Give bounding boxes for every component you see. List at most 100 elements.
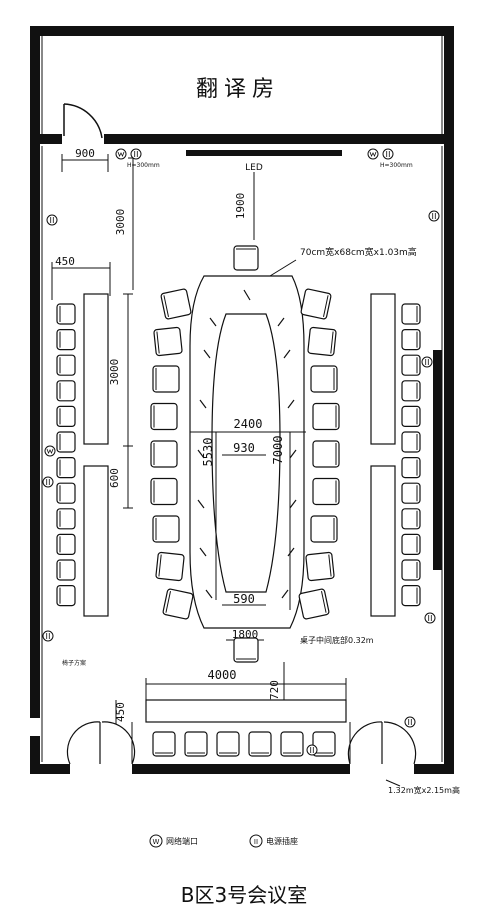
microphone	[281, 589, 289, 599]
back-row-chair	[152, 731, 176, 757]
table-left-chair	[153, 326, 183, 357]
microphone	[197, 449, 205, 459]
wall-right-bottom	[444, 736, 454, 774]
wall-translation-right	[104, 134, 454, 144]
microphone	[205, 589, 213, 599]
microphone	[287, 399, 295, 409]
left-wall-chair	[56, 482, 76, 504]
dim-table-spec: 70cm宽x68cm宽x1.03m高	[300, 246, 417, 258]
dim-inner-length: 5530	[201, 438, 215, 467]
left-desk-upper	[83, 293, 109, 445]
network-port-icon	[115, 148, 127, 160]
legend-network-label: 网络端口	[166, 836, 198, 846]
power-outlet-icon	[428, 210, 440, 222]
wall-bottom-center	[132, 764, 350, 774]
legend: W 网络端口 II 电源插座	[149, 834, 298, 848]
dim-door-spec: 1.32m宽x2.15m高	[388, 785, 460, 795]
network-port-icon	[367, 148, 379, 160]
dim-side-desk-gap: 600	[108, 468, 121, 488]
microphone	[197, 499, 205, 509]
dim-back-gap: 720	[268, 680, 281, 700]
dim-table-width: 2400	[234, 417, 263, 431]
walls	[30, 26, 454, 774]
wall-top	[30, 26, 454, 36]
back-row-chair	[312, 731, 336, 757]
dim-outlet-height-left: H=300mm	[127, 162, 160, 169]
legend-power-label: 电源插座	[266, 836, 298, 846]
table-left-chair	[150, 477, 178, 506]
left-wall-chair	[56, 559, 76, 581]
right-wall-chair	[401, 405, 421, 427]
left-wall-chair	[56, 533, 76, 556]
table-right-chair	[310, 365, 338, 393]
dim-side-gap: 450	[55, 255, 75, 268]
right-desk-upper	[370, 293, 396, 445]
power-outlet-icon	[130, 148, 142, 160]
dim-outlet-height-right: H=300mm	[380, 162, 413, 169]
left-wall-chair	[56, 303, 76, 325]
wall-bottom-left	[30, 764, 70, 774]
microphone	[283, 349, 291, 359]
table-right-chair	[298, 588, 330, 620]
dim-inner-bottom: 590	[233, 592, 255, 606]
right-wall-chair	[401, 482, 421, 504]
table-left-chair	[152, 365, 180, 393]
wall-left-upper	[30, 26, 40, 148]
microphone	[287, 547, 295, 557]
table-right-chair	[310, 515, 338, 543]
side-note: 椅子方案	[62, 659, 86, 667]
wall-left-bottom	[30, 736, 40, 774]
table-left-chair	[162, 588, 194, 620]
table-right-chair	[312, 477, 340, 506]
right-wall-chair	[401, 380, 421, 402]
microphone	[289, 499, 297, 509]
table-left-chair	[155, 551, 185, 582]
table-inner	[211, 313, 281, 593]
microphone	[203, 349, 211, 359]
microphone	[243, 289, 251, 301]
wall-bottom-right	[414, 764, 454, 774]
back-row-chair	[184, 731, 208, 757]
dim-inner-width: 930	[233, 441, 255, 455]
legend-network-symbol: W	[153, 838, 160, 846]
conference-table	[189, 275, 305, 629]
legend-network: W 网络端口	[149, 834, 198, 848]
right-wall-chair	[401, 584, 421, 607]
dim-led-gap: 1900	[234, 193, 247, 220]
dim-back-desk-depth: 450	[114, 702, 127, 722]
inner-wall-lines	[41, 36, 443, 764]
bottom-right-door[interactable]	[347, 721, 417, 765]
power-outlet-icon	[382, 148, 394, 160]
wall-right	[444, 26, 454, 736]
back-row-chair	[216, 731, 240, 757]
right-wall-chair	[401, 457, 421, 479]
table-right-chair	[307, 326, 337, 357]
side-desks	[83, 293, 396, 723]
bottom-left-door[interactable]	[66, 721, 136, 765]
right-wall-chair	[401, 354, 421, 376]
outlets	[42, 148, 440, 756]
network-port-icon	[44, 445, 56, 457]
microphone	[209, 317, 217, 327]
network-port-icon	[149, 834, 163, 848]
microphone	[277, 317, 285, 327]
dim-door-width: 900	[75, 147, 95, 160]
dim-wall-to-seats: 3000	[114, 209, 127, 236]
left-wall-chair	[56, 508, 76, 530]
table-left-chair	[160, 288, 192, 320]
right-wall-panel	[433, 350, 442, 570]
left-desk-lower	[83, 465, 109, 617]
left-wall-chair	[56, 380, 76, 402]
power-outlet-icon	[42, 630, 54, 642]
power-outlet-icon	[46, 214, 58, 226]
back-desk	[145, 699, 347, 723]
wall-left-main	[30, 148, 40, 718]
table-right-chair	[312, 440, 340, 468]
translation-door[interactable]	[63, 103, 103, 139]
right-wall-chair	[401, 559, 421, 581]
dim-back-desk-length: 4000	[208, 668, 237, 682]
legend-power-symbol: II	[254, 838, 258, 846]
bottom-doors	[66, 721, 417, 765]
